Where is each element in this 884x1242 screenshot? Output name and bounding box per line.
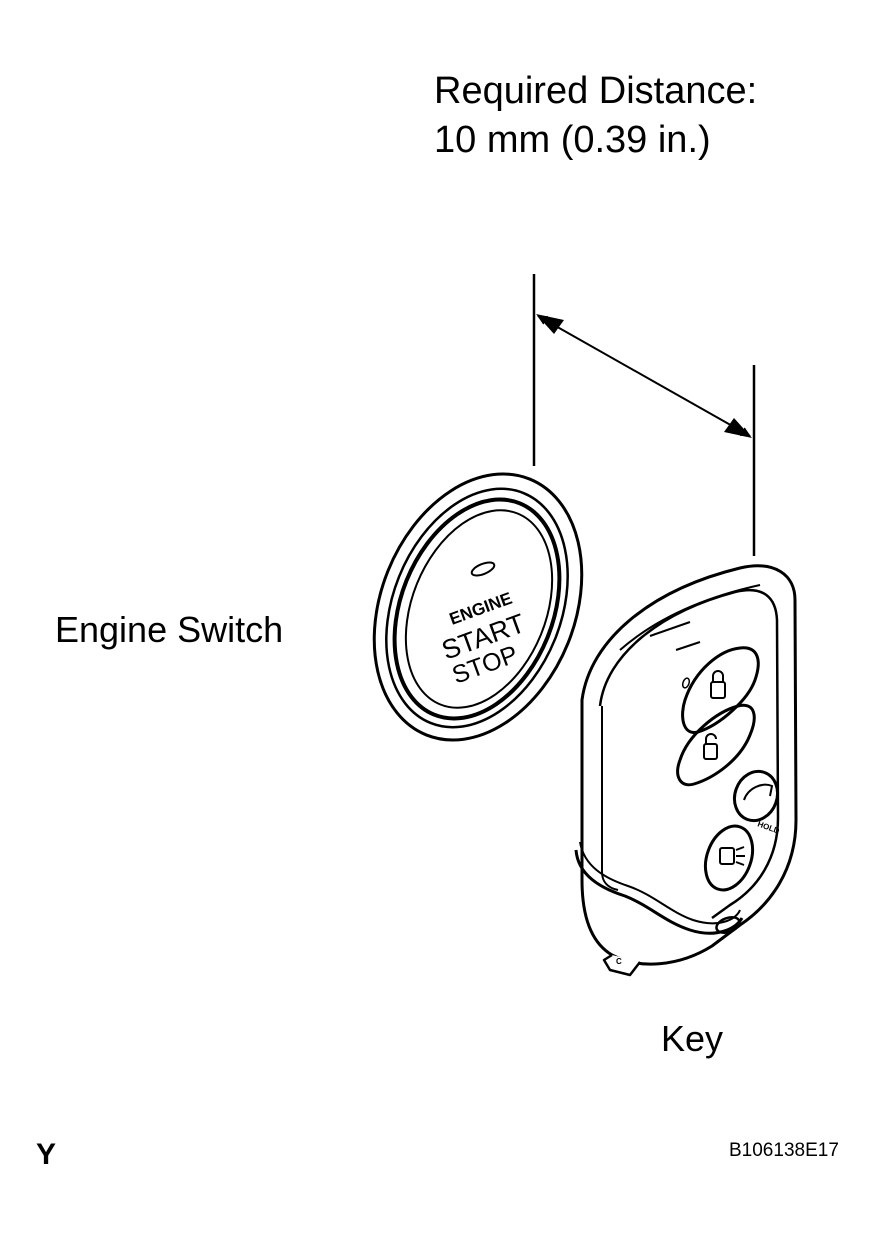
unlock-icon	[703, 733, 718, 760]
trunk-icon	[743, 783, 774, 801]
arrow-heads	[536, 314, 752, 438]
lock-icon	[710, 670, 726, 699]
key-fob-drawing	[574, 564, 798, 977]
corner-mark: Y	[36, 1138, 57, 1171]
engine-switch-drawing	[372, 472, 584, 742]
required-distance-value: 10 mm (0.39 in.)	[434, 119, 711, 161]
key-tab-text: C	[616, 957, 622, 966]
dimension-arrow	[537, 315, 751, 437]
figure-code: B106138E17	[729, 1140, 839, 1161]
key-label: Key	[661, 1018, 724, 1059]
panic-icon	[719, 846, 745, 866]
engine-switch-label: Engine Switch	[55, 609, 284, 650]
required-distance-title: Required Distance:	[434, 70, 758, 112]
